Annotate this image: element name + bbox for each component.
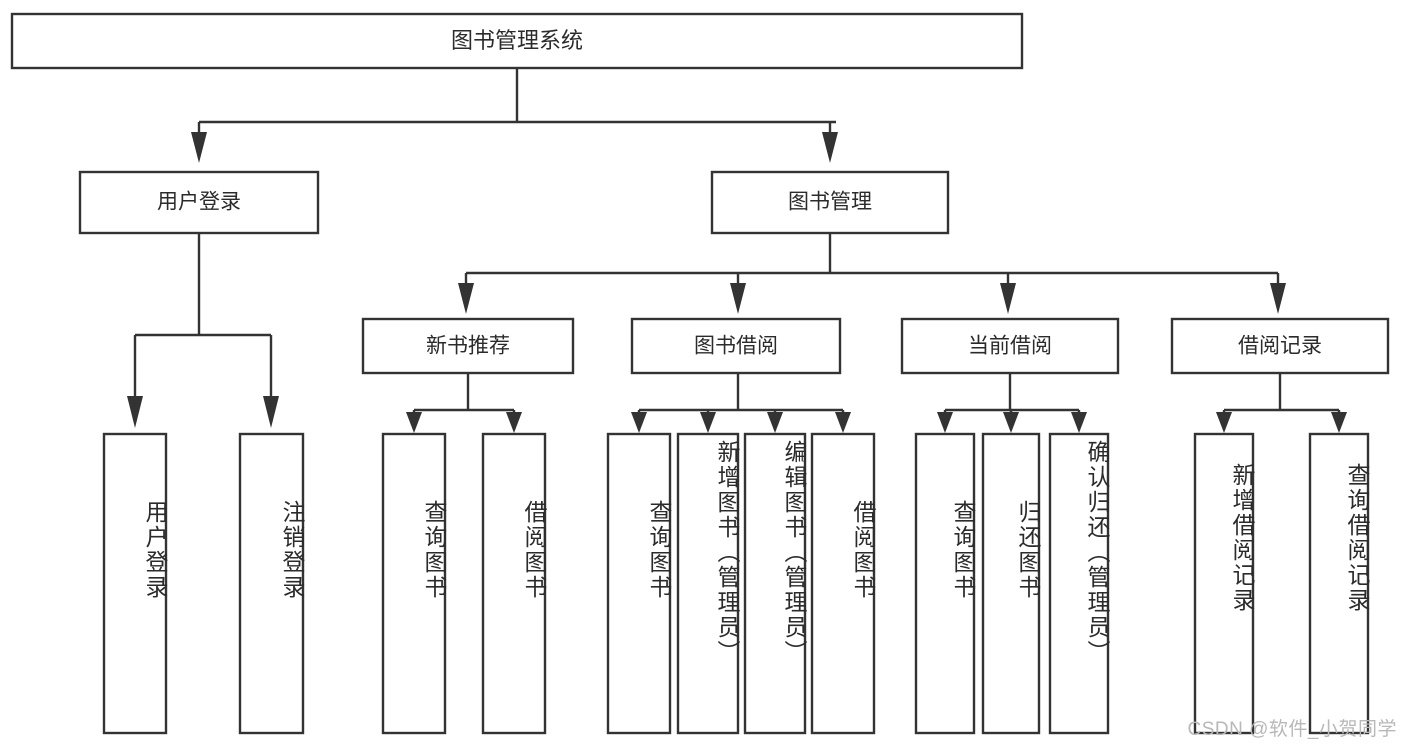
node-current-borrow-rect[interactable] <box>900 317 1120 375</box>
leaf-confirm-return-rect[interactable] <box>1048 432 1110 735</box>
node-current-borrow-label: 当前借阅 <box>968 335 1052 358</box>
leaf-return-book-rect[interactable] <box>981 432 1041 735</box>
node-borrow-record[interactable]: 借阅记录 <box>1170 317 1390 375</box>
arrow-head-to-leaf-query-book-2 <box>631 412 647 433</box>
node-user-login-label: 用户登录 <box>157 191 241 214</box>
leaf-add-book-rect[interactable] <box>676 432 740 735</box>
node-book-manage[interactable]: 图书管理 <box>710 170 950 235</box>
connector-group-user-login <box>127 233 279 428</box>
arrow-head-to-leaf-query-record <box>1331 412 1347 433</box>
leaf-logout-rect[interactable] <box>238 432 305 735</box>
leaf-user-login-rect[interactable] <box>102 432 168 735</box>
leaf-add-record-rect[interactable] <box>1193 432 1255 735</box>
node-root-label: 图书管理系统 <box>451 28 583 53</box>
connector-group-borrow-record <box>1216 373 1347 433</box>
arrow-head-to-leaf-borrow-book-2 <box>835 412 851 433</box>
arrow-head-to-leaf-user-login <box>127 396 143 428</box>
arrow-head-to-leaf-add-record <box>1216 412 1232 433</box>
node-borrow-record-label: 借阅记录 <box>1238 335 1322 358</box>
leaf-query-book-2-rect[interactable] <box>606 432 672 735</box>
arrow-head-to-leaf-borrow-book-1 <box>506 412 522 433</box>
node-borrow-record-rect[interactable] <box>1170 317 1390 375</box>
node-book-borrow-rect[interactable] <box>630 317 842 375</box>
connector-group-book-borrow <box>631 373 851 433</box>
connector-group-new-book-recommend <box>406 373 522 433</box>
node-current-borrow[interactable]: 当前借阅 <box>900 317 1120 375</box>
node-root[interactable]: 图书管理系统 <box>10 12 1024 70</box>
connector-group-root <box>191 68 838 163</box>
node-new-book-recommend-rect[interactable] <box>361 317 575 375</box>
leaf-borrow-book-1-rect[interactable] <box>481 432 547 735</box>
node-user-login-rect[interactable] <box>78 170 320 235</box>
node-book-borrow[interactable]: 图书借阅 <box>630 317 842 375</box>
node-book-manage-label: 图书管理 <box>788 191 872 214</box>
leaf-query-book-1-rect[interactable] <box>381 432 447 735</box>
leaf-query-book-3-rect[interactable] <box>914 432 976 735</box>
arrow-head-to-leaf-return-book <box>1003 412 1019 433</box>
node-book-borrow-label: 图书借阅 <box>694 335 778 358</box>
node-new-book-recommend-label: 新书推荐 <box>426 335 510 358</box>
arrow-head-to-leaf-logout <box>263 396 279 428</box>
leaf-edit-book-rect[interactable] <box>743 432 807 735</box>
leaf-query-record-rect[interactable] <box>1308 432 1370 735</box>
arrow-head-to-leaf-edit-book <box>767 412 783 433</box>
arrow-head-to-book-manage <box>822 132 838 163</box>
arrow-head-to-leaf-query-book-3 <box>937 412 953 433</box>
node-root-rect[interactable] <box>10 12 1024 70</box>
watermark-text: CSDN @软件_小贺同学 <box>1187 719 1397 740</box>
node-user-login[interactable]: 用户登录 <box>78 170 320 235</box>
arrow-head-to-leaf-query-book-1 <box>406 412 422 433</box>
leaf-boxes <box>102 432 1370 735</box>
connector-group-current-borrow <box>937 373 1087 433</box>
connector-group-book-manage <box>458 233 1286 314</box>
arrow-head-to-book-borrow <box>730 283 746 314</box>
arrow-head-to-leaf-confirm-return <box>1071 412 1087 433</box>
node-book-manage-rect[interactable] <box>710 170 950 235</box>
arrow-head-to-new-book-recommend <box>458 283 474 314</box>
arrow-head-to-user-login <box>191 132 207 163</box>
arrow-head-to-current-borrow <box>1000 283 1016 314</box>
leaf-borrow-book-2-rect[interactable] <box>810 432 876 735</box>
arrow-head-to-leaf-add-book <box>700 412 716 433</box>
arrow-head-to-borrow-record <box>1270 283 1286 314</box>
node-new-book-recommend[interactable]: 新书推荐 <box>361 317 575 375</box>
